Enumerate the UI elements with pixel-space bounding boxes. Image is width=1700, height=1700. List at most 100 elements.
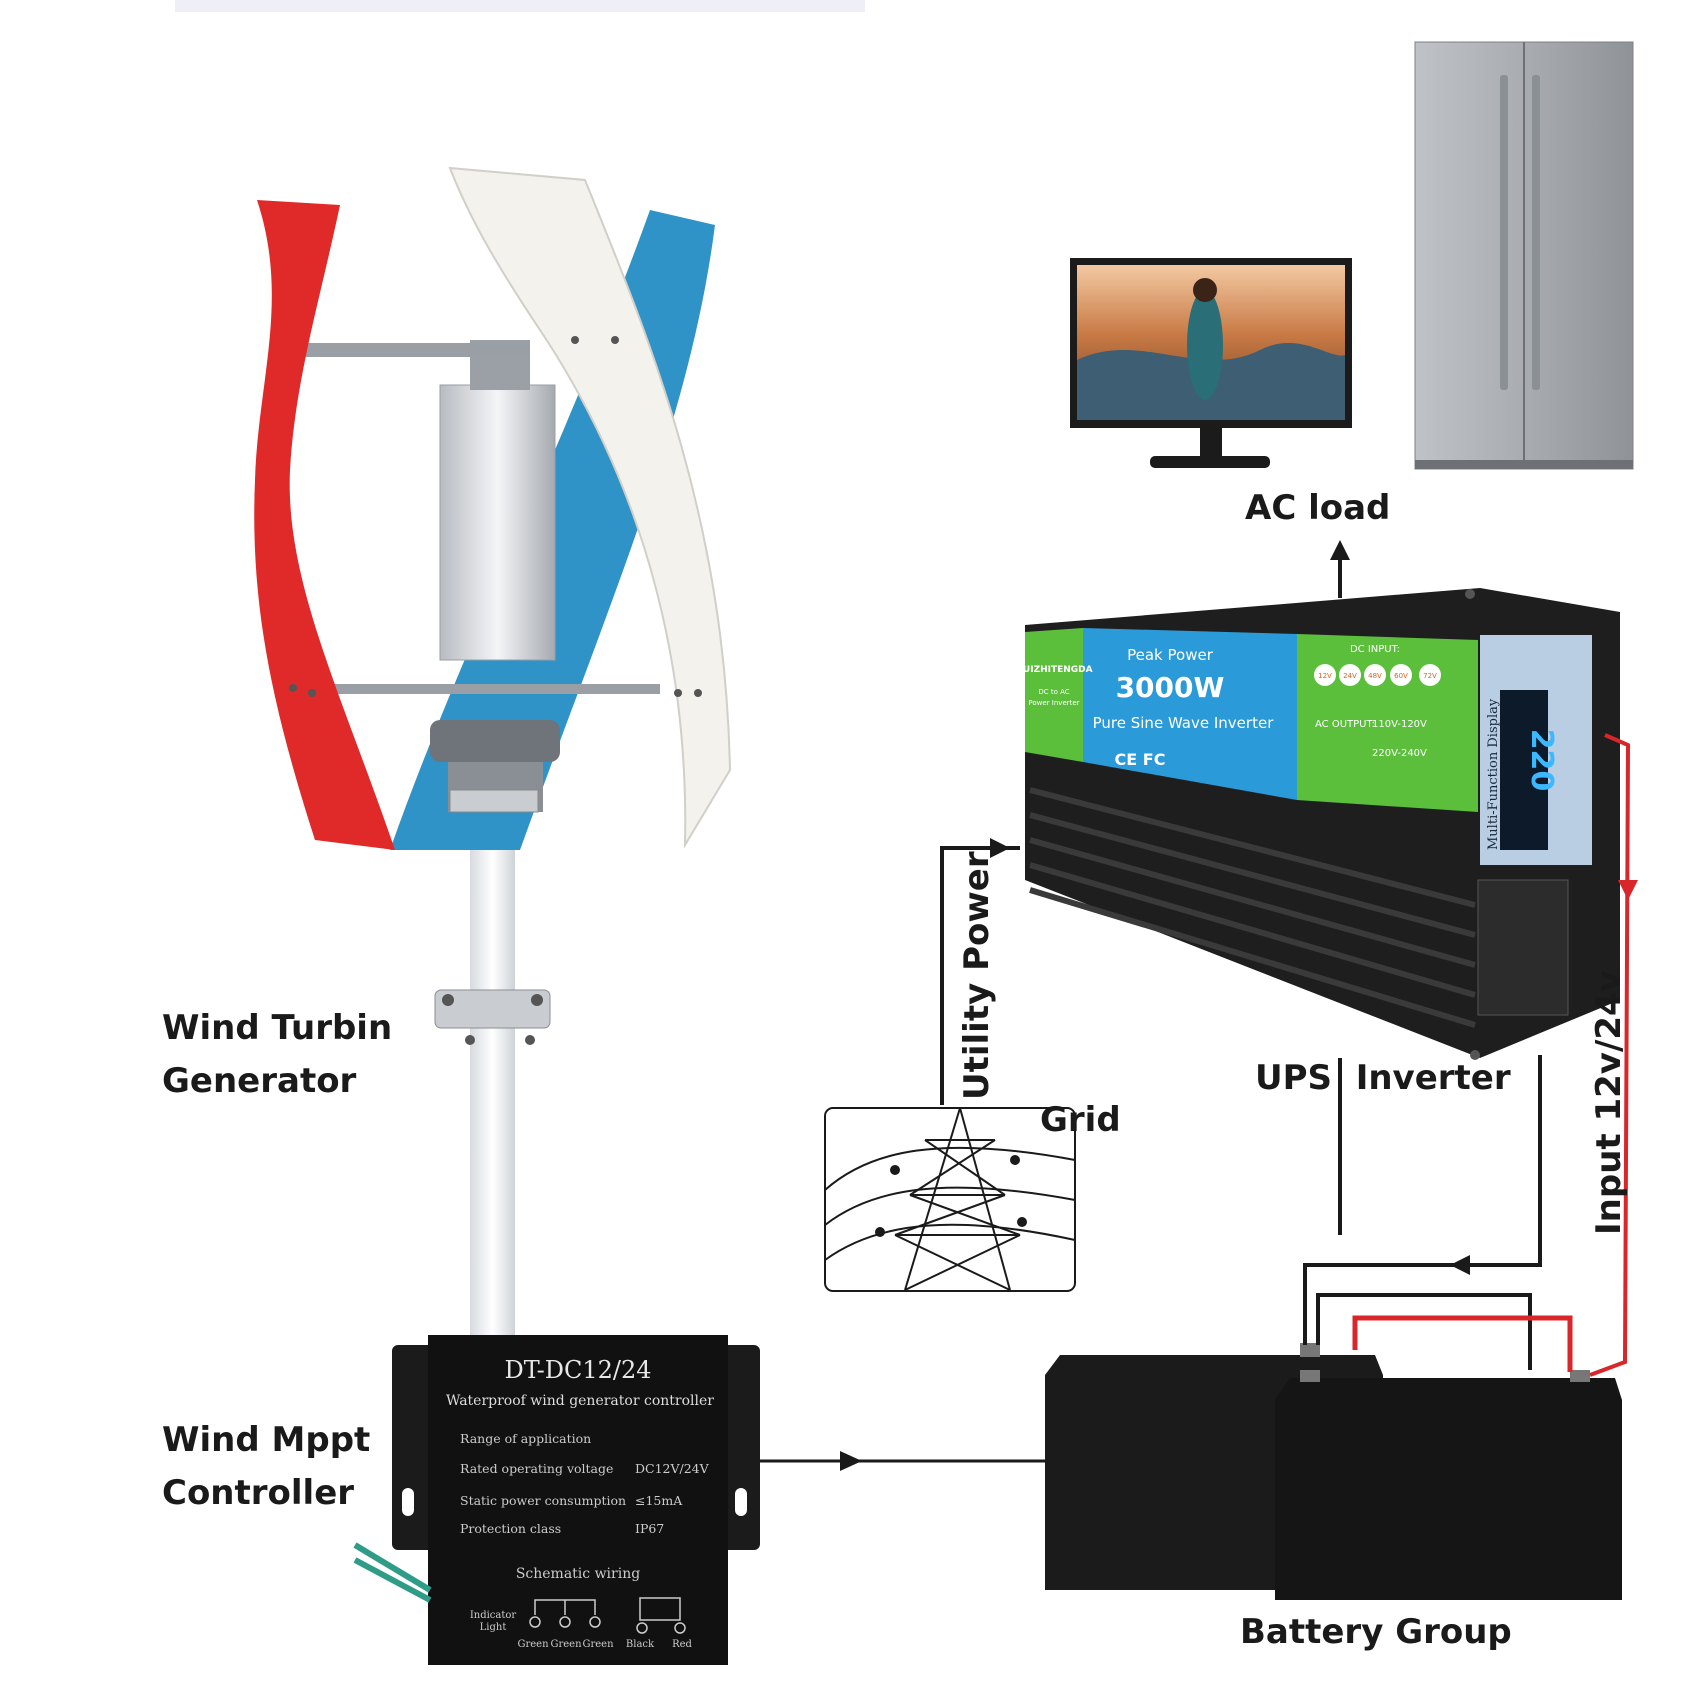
flange-bolt (465, 1035, 475, 1045)
inverter-peak-value: 3000W (1116, 671, 1225, 704)
generator-flange (449, 789, 539, 813)
dc-option: 72V (1423, 672, 1437, 680)
insulator (875, 1227, 885, 1237)
controller-spec-value: ≤15mA (635, 1493, 683, 1508)
inverter-screw (1465, 589, 1475, 599)
person-figure (1187, 290, 1223, 400)
red-wire-arrowhead (1618, 880, 1638, 900)
ac-output-option: 220V-240V (1372, 748, 1427, 759)
insulator (1010, 1155, 1020, 1165)
battery-icon (1045, 1343, 1622, 1600)
inverter-panel-green-left (1025, 628, 1083, 762)
inverter-display-label: Multi-Function Display (1486, 698, 1501, 850)
blade-bolt (571, 336, 579, 344)
battery-2 (1275, 1378, 1622, 1600)
dc-option: 12V (1318, 672, 1332, 680)
ac-load-arrowhead (1330, 540, 1350, 560)
controller-spec-name: Protection class (460, 1521, 561, 1536)
blade-bolt (674, 689, 682, 697)
fridge-bottom (1415, 460, 1633, 469)
controller-body (428, 1335, 728, 1665)
battery-group-label: Battery Group (1240, 1612, 1512, 1652)
inverter-side-socket (1477, 879, 1569, 1016)
top-banner-strip (175, 0, 865, 12)
inverter-fins (1029, 787, 1476, 1028)
dc-option: 48V (1368, 672, 1382, 680)
turbine-blade-red (254, 200, 395, 850)
utility-power-arrowhead (990, 838, 1010, 858)
controller-spec-value: IP67 (635, 1521, 664, 1536)
battery-parallel-wire (1316, 1293, 1532, 1370)
inverter-brand-sub: DC to AC (1038, 688, 1069, 696)
indicator-label: Light (480, 1622, 507, 1633)
turbine-arm-top (300, 343, 530, 357)
turbine-blade-white (448, 166, 732, 849)
blade-bolt (289, 684, 297, 692)
battery-2-terminal (1300, 1370, 1320, 1382)
blade-bolt (308, 689, 316, 697)
terminal-label: Green (582, 1639, 614, 1650)
blade-bolt (611, 336, 619, 344)
inverter-type: Pure Sine Wave Inverter (1093, 714, 1275, 732)
pole-flange (434, 989, 551, 1029)
flange-bolt (442, 994, 454, 1006)
inverter-brand-sub: Power Inverter (1028, 699, 1079, 707)
terminal-label: Green (517, 1639, 549, 1650)
grid-box (824, 1107, 1076, 1292)
flange-bolt (531, 994, 543, 1006)
inverter-display-reading: 220 (1524, 729, 1559, 792)
refrigerator-icon (1414, 41, 1634, 470)
fridge-handle-left (1500, 75, 1508, 390)
battery-return-arrowhead (1450, 1255, 1470, 1275)
monitor-neck (1200, 428, 1222, 458)
dc-option: 60V (1394, 672, 1408, 680)
controller-model: DT-DC12/24 (504, 1356, 651, 1384)
controller-icon (353, 1335, 760, 1665)
battery-2-terminal (1570, 1370, 1590, 1382)
controller-spec-name: Static power consumption (460, 1493, 626, 1508)
ac-output-option: 110V-120V (1372, 719, 1427, 730)
controller-range-heading: Range of application (460, 1431, 591, 1446)
flange-bolt (525, 1035, 535, 1045)
tab-slot (402, 1488, 414, 1516)
controller-cables (353, 1557, 432, 1603)
battery-red-link (1352, 1315, 1573, 1372)
fridge-handle-right (1532, 75, 1540, 390)
insulator (1017, 1217, 1027, 1227)
turbine-arm-bottom (330, 684, 660, 694)
inverter-dc-input-label: DC INPUT: (1350, 644, 1400, 655)
wind-turbine-label-line1: Wind Turbin (162, 1008, 393, 1048)
wind-mppt-label-line1: Wind Mppt (162, 1420, 371, 1460)
inverter-cert: CE FC (1115, 750, 1166, 769)
controller-arrowhead (840, 1451, 862, 1471)
controller-wiring-heading: Schematic wiring (516, 1566, 640, 1582)
inverter-lcd (1500, 690, 1548, 850)
insulator (890, 1165, 900, 1175)
dc-option: 24V (1343, 672, 1357, 680)
utility-power-label: Utility Power (957, 851, 997, 1100)
inverter-to-battery-wire (1303, 1055, 1542, 1345)
terminal-label: Green (550, 1639, 582, 1650)
monitor-base (1150, 456, 1270, 468)
inverter-peak-label: Peak Power (1127, 646, 1214, 664)
controller-cables (353, 1542, 432, 1593)
wind-mppt-label-line2: Controller (162, 1472, 355, 1513)
ac-load-label: AC load (1245, 488, 1391, 528)
wind-turbine-label: Wind Turbin Generator (162, 1008, 392, 1102)
inverter-brand: HUIZHITENGDA (1015, 665, 1092, 675)
transmission-tower-icon (824, 1107, 1076, 1292)
terminal-label: Red (672, 1639, 692, 1650)
inverter-ac-output-label: AC OUTPUT: (1315, 719, 1375, 730)
input-voltage-label: Input 12v/24v (1589, 970, 1629, 1235)
wind-turbine-label-line2: Generator (162, 1060, 357, 1101)
battery-to-inverter-red-wire (1589, 733, 1631, 1377)
ups-inverter-label: UPS Inverter (1255, 1058, 1511, 1098)
turbine-pole (470, 810, 515, 1340)
grid-label: Grid (1040, 1100, 1121, 1140)
monitor-icon (1070, 258, 1352, 468)
inverter-panel-blue (1083, 628, 1297, 800)
turbine-shaft (439, 384, 556, 661)
tab-slot (735, 1488, 747, 1516)
turbine-generator (430, 720, 560, 762)
